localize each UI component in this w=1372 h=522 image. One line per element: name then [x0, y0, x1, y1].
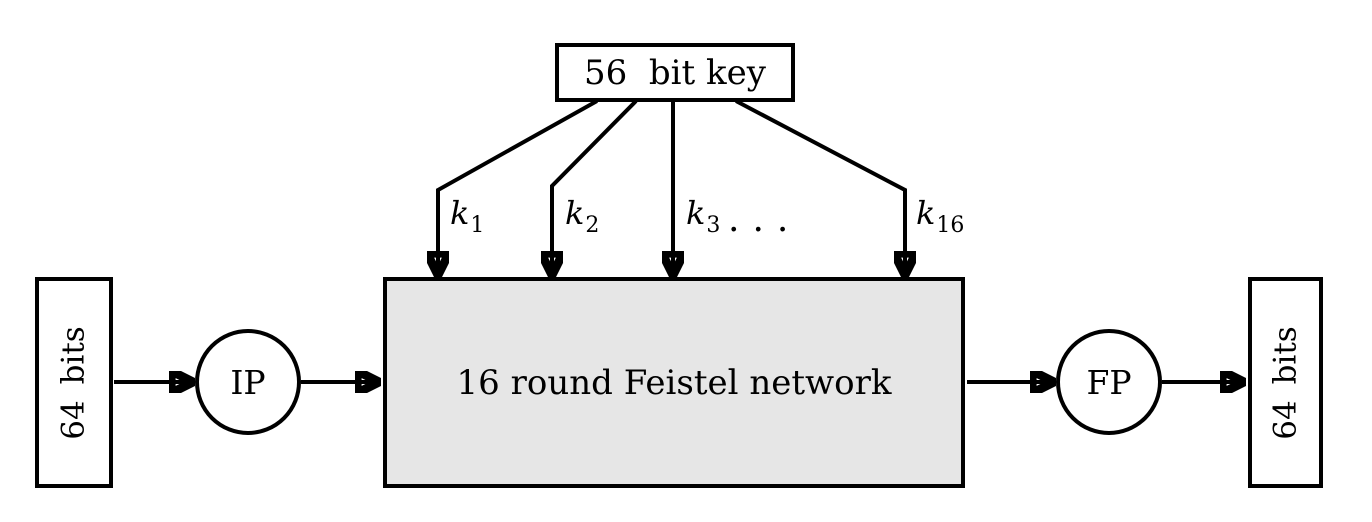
- subkey-k16-sub: 16: [936, 213, 965, 238]
- subkey-label-k1: k1: [450, 194, 484, 237]
- output-bits-label: 64 bits: [1267, 325, 1304, 440]
- output-bits-box: 64 bits: [1248, 277, 1323, 488]
- key-box: 56 bit key: [555, 43, 795, 102]
- fp-node-circle: [1056, 329, 1162, 435]
- key-arrow-k1: [438, 99, 598, 273]
- subkey-k1-sub: 1: [470, 213, 485, 238]
- subkey-k3-base: k: [686, 194, 706, 232]
- ip-node-circle: [195, 329, 301, 435]
- subkey-label-k2: k2: [565, 194, 599, 237]
- input-bits-box: 64 bits: [35, 277, 113, 488]
- key-box-label: 56 bit key: [584, 52, 766, 93]
- subkey-k1-base: k: [450, 194, 470, 232]
- subkey-label-k3: k3: [686, 194, 720, 237]
- subkey-ellipsis: ...: [728, 199, 802, 240]
- subkey-k2-sub: 2: [585, 213, 600, 238]
- feistel-network-label: 16 round Feistel network: [456, 362, 892, 403]
- subkey-k3-sub: 3: [706, 213, 721, 238]
- input-bits-label: 64 bits: [56, 325, 92, 440]
- subkey-k2-base: k: [565, 194, 585, 232]
- key-arrow-k2: [552, 99, 638, 273]
- key-arrow-k16: [735, 99, 905, 273]
- subkey-k16-base: k: [916, 194, 936, 232]
- subkey-label-k16: k16: [916, 194, 964, 237]
- feistel-network-box: 16 round Feistel network: [383, 277, 965, 488]
